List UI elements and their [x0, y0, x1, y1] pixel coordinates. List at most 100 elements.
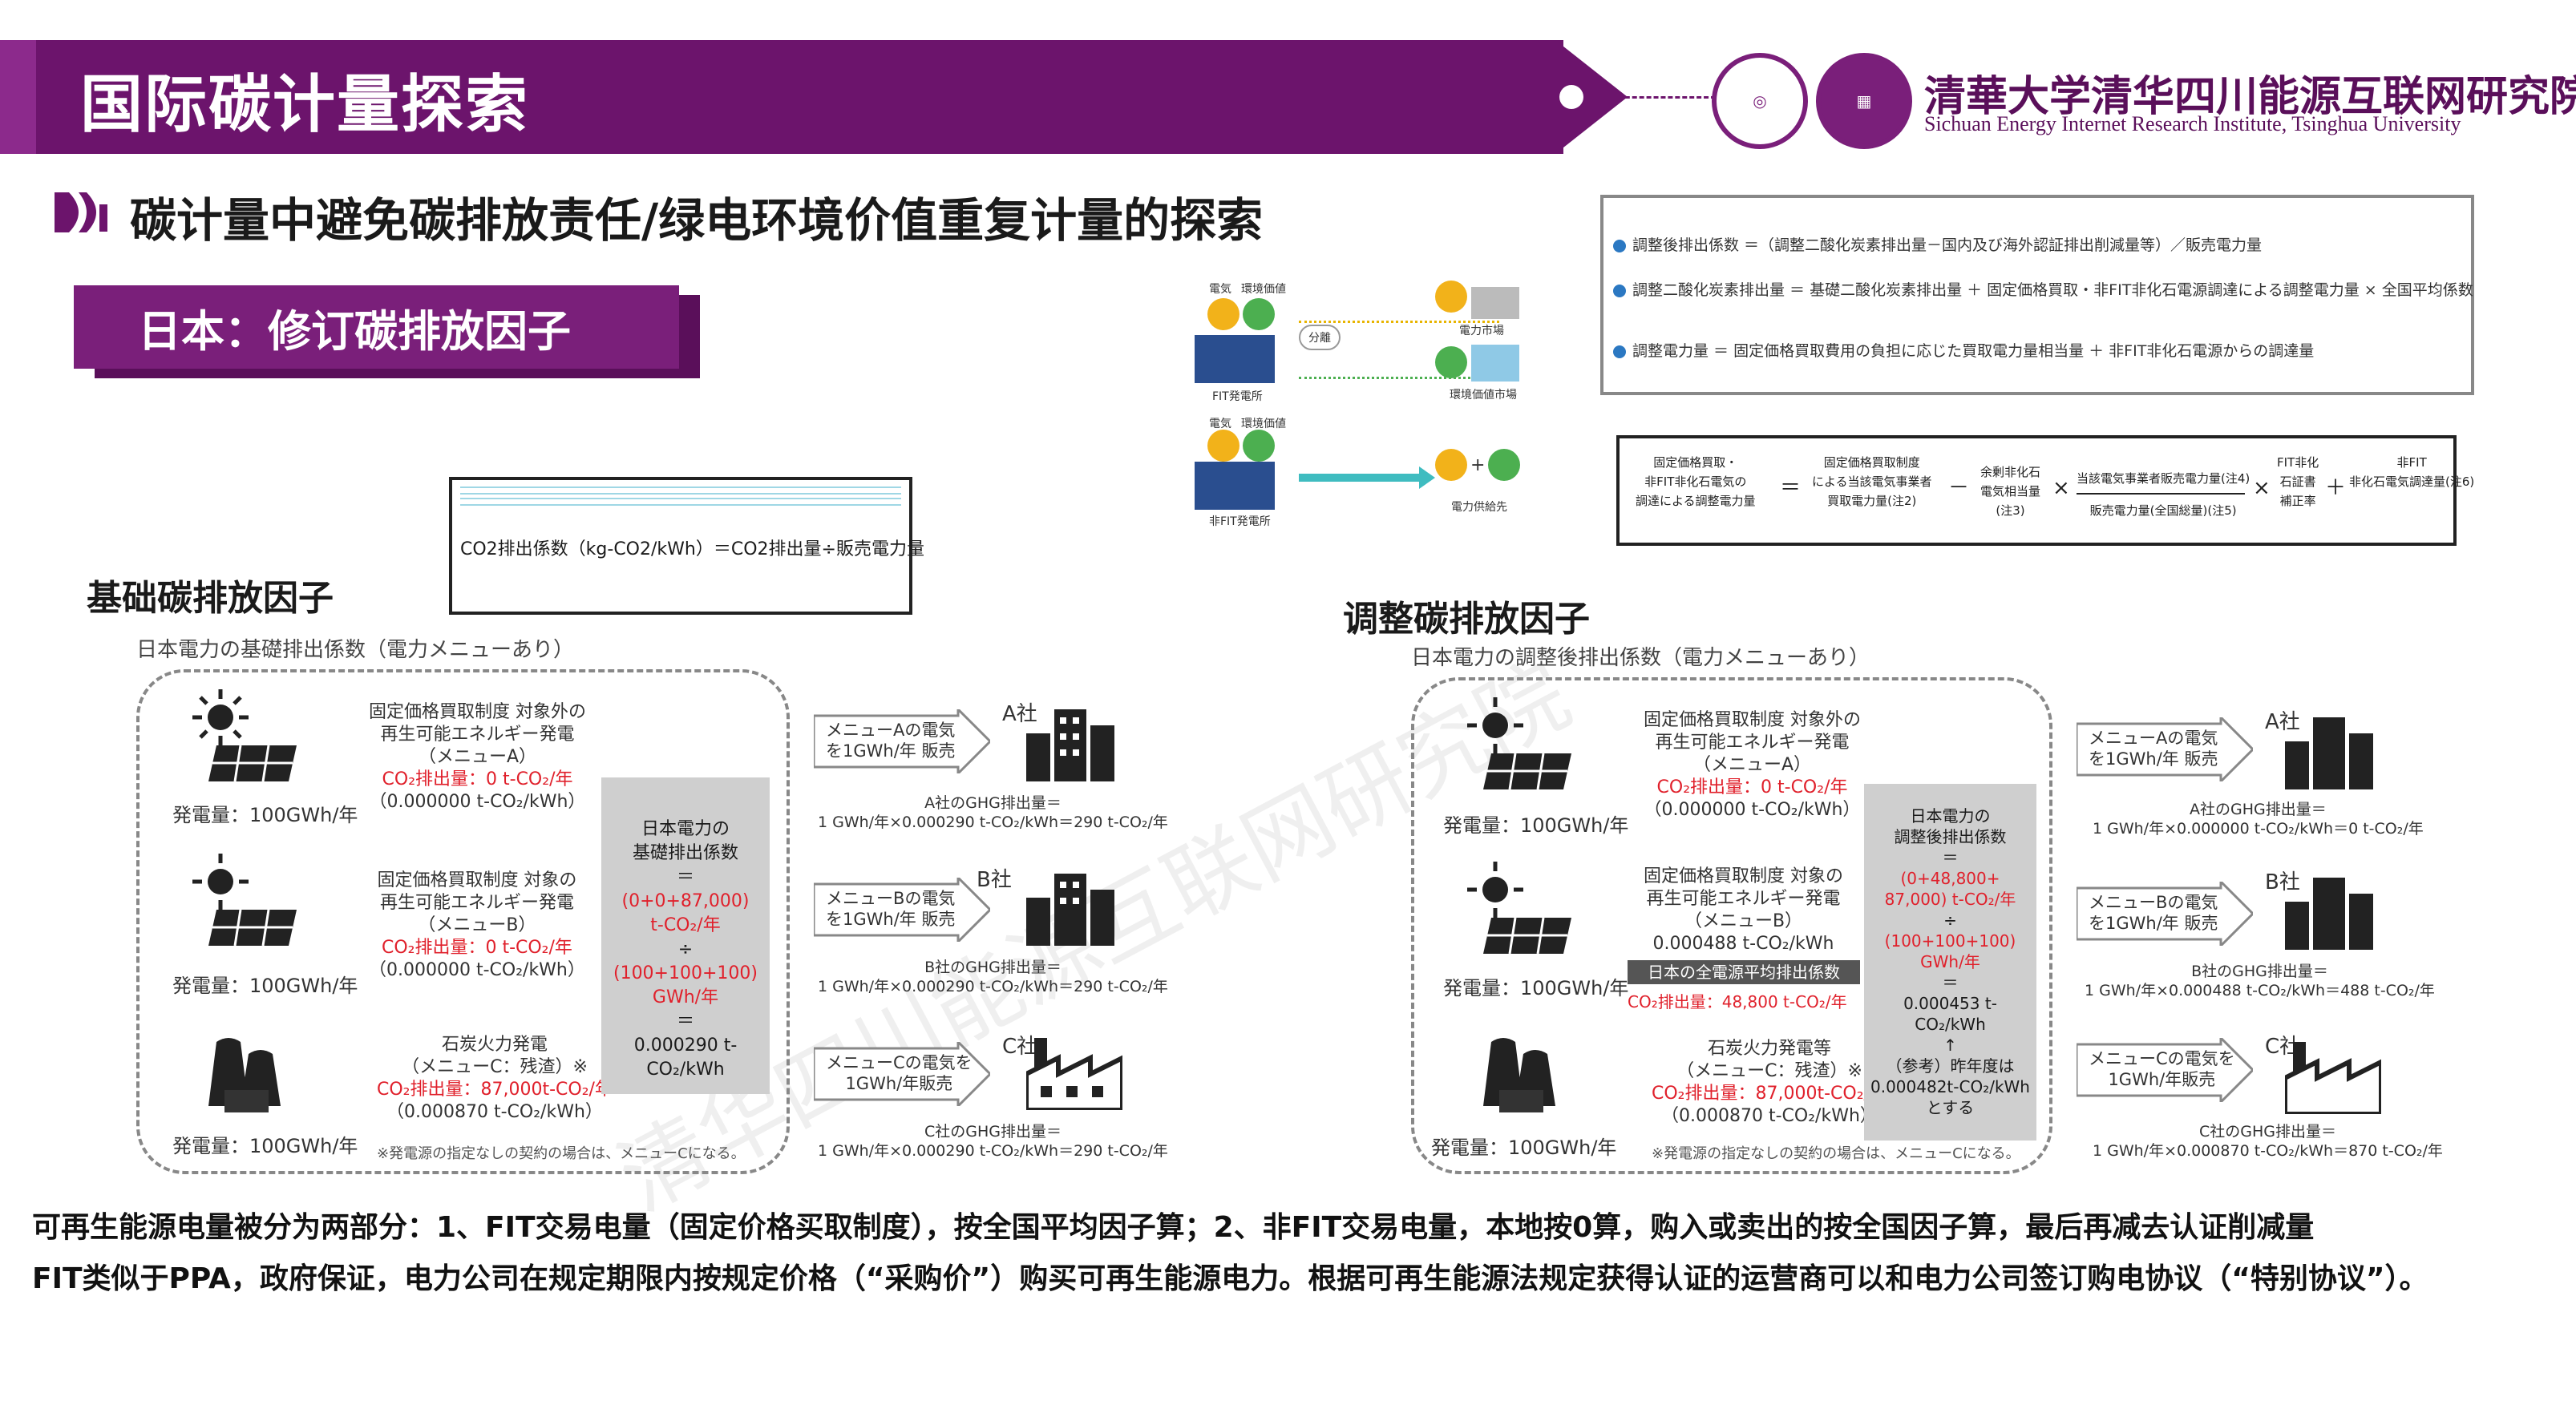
env-market-label: 環境価値市場 [1450, 389, 1517, 402]
solar-panel-icon-b [208, 910, 297, 947]
eco-leaf-icon-3 [1243, 430, 1275, 462]
adj-menu-b-line-2: 再生可能エネルギー発電 [1646, 889, 1841, 909]
menu-b-line-3: （メニューB） [418, 915, 536, 935]
menu-c-line-3: CO₂排出量：87,000t-CO₂/年 [377, 1080, 613, 1100]
national-avg-badge: 日本の全電源平均排出係数 [1628, 960, 1860, 984]
menu-b-line-1: 固定価格買取制度 対象の [377, 870, 577, 890]
power-market-label: 電力市場 [1459, 325, 1504, 337]
adj-menu-c-line-1: 石炭火力発電等 [1707, 1039, 1831, 1059]
teal-arrow-icon [1299, 466, 1435, 489]
col-line-7: (100+100+100) [613, 963, 758, 983]
header-left-accent [0, 40, 36, 154]
adjusted-definition-box: 調整後排出係数 ＝（調整二酸化炭素排出量－国内及び海外認証排出削減量等）／販売電… [1600, 195, 2474, 395]
adj-col-line-7: (100+100+100) [1884, 931, 2016, 951]
calc-term-4: 当該電気事業者販売電力量(注4) 販売電力量(全国総量)(注5) [2077, 471, 2250, 518]
col-line-1: 日本電力の [641, 819, 730, 839]
adj-generation-label-a: 発電量：100GWh/年 [1443, 814, 1629, 837]
adj-ghg-c-text: C社のGHG排出量＝ 1 GWh/年×0.000870 t-CO₂/kWh＝87… [2093, 1123, 2443, 1160]
company-b-label: B社 [977, 868, 1012, 892]
adjusted-diagram: 日本電力の調整後排出係数（電力メニューあり） 発電量：100GWh/年 固定価格… [1411, 641, 2469, 1194]
menu-b-line-4: CO₂排出量：0 t-CO₂/年 [381, 938, 572, 958]
sun-icon [192, 689, 249, 745]
adj-col-line-3: ＝ [1942, 848, 1959, 867]
eco-leaf-icon-2 [1435, 346, 1467, 378]
adj-menu-c-line-4: （0.000870 t-CO₂/kWh） [1661, 1106, 1878, 1126]
arrow-a-shape [814, 709, 990, 773]
adj-col-line-2: 調整後排出係数 [1894, 827, 2007, 846]
flow-elec-label-2: 電気 [1209, 418, 1231, 430]
co2-formula-box: CO2排出係数（kg-CO2/kWh）＝CO2排出量÷販売電力量 [449, 477, 924, 615]
subtitle-box: 日本：修订碳排放因子 [74, 285, 679, 369]
institute-seal-logo: ▦ [1816, 53, 1912, 149]
office-building-icon-a [1026, 709, 1114, 781]
col-line-11: CO₂/kWh [646, 1060, 725, 1080]
electricity-icon [1207, 298, 1239, 330]
definition-line-2: 調整二酸化炭素排出量 ＝ 基礎二酸化炭素排出量 ＋ 固定価格買取・非FIT非化石… [1632, 281, 2473, 299]
adj-col-line-1: 日本電力の [1910, 806, 1991, 826]
fit-plant-label: FIT発電所 [1212, 390, 1263, 403]
generation-label-b: 発電量：100GWh/年 [172, 975, 358, 997]
calc-term-1: 固定価格買取・ 非FIT非化石電気の 調達による調整電力量 [1636, 455, 1756, 508]
adj-menu-a-line-5: （0.000000 t-CO₂/kWh） [1644, 800, 1861, 820]
generation-label-c: 発電量：100GWh/年 [172, 1135, 358, 1157]
bullet-icon [1613, 345, 1626, 358]
adj-note: ※発電源の指定なしの契約の場合は、メニューCになる。 [1652, 1145, 2020, 1162]
generation-label-a: 発電量：100GWh/年 [172, 804, 358, 826]
adj-menu-b-emission: CO₂排出量：48,800 t-CO₂/年 [1628, 992, 1847, 1011]
eco-leaf-icon [1243, 298, 1275, 330]
building-icon [1471, 345, 1519, 382]
adj-generation-label-c: 発電量：100GWh/年 [1431, 1137, 1617, 1159]
split-badge: 分離 [1299, 325, 1341, 350]
base-diagram-title: 日本電力の基礎排出係数（電力メニューあり） [136, 638, 575, 662]
col-line-8: GWh/年 [652, 987, 719, 1007]
company-a-label: A社 [1002, 702, 1037, 726]
adjusted-calc-formula-box: 固定価格買取・ 非FIT非化石電気の 調達による調整電力量 ＝ 固定価格買取制度… [1616, 435, 2474, 546]
adj-col-line-8: GWh/年 [1920, 952, 1980, 971]
sun-icon-b [192, 854, 249, 910]
co2-formula-text: CO2排出係数（kg-CO2/kWh）＝CO2排出量÷販売電力量 [460, 539, 924, 559]
definition-line-3: 調整電力量 ＝ 固定価格買取費用の負担に応じた買取電力量相当量 ＋ 非FIT非化… [1632, 342, 2315, 360]
ghg-c-text: C社のGHG排出量＝ 1 GWh/年×0.000290 t-CO₂/kWh＝29… [818, 1123, 1168, 1160]
adj-col-line-10: 0.000453 t- [1903, 994, 1997, 1013]
adj-arrow-c-text: メニューCの電気を 1GWh/年販売 [2089, 1049, 2235, 1089]
electricity-icon-4 [1435, 449, 1467, 481]
adj-menu-a-line-1: 固定価格買取制度 対象外の [1644, 710, 1861, 730]
adj-ghg-a-text: A社のGHG排出量＝ 1 GWh/年×0.000000 t-CO₂/kWh＝0 … [2093, 801, 2424, 838]
bullet-icon [1613, 239, 1626, 252]
col-line-3: ＝ [676, 867, 694, 887]
adj-generation-label-b: 発電量：100GWh/年 [1443, 977, 1629, 999]
base-note: ※発電源の指定なしの契約の場合は、メニューCになる。 [377, 1145, 746, 1162]
menu-b-line-5: （0.000000 t-CO₂/kWh） [369, 960, 585, 980]
adj-ghg-b-text: B社のGHG排出量＝ 1 GWh/年×0.000488 t-CO₂/kWh＝48… [2085, 963, 2435, 999]
org-name-en: Sichuan Energy Internet Research Institu… [1924, 112, 2461, 135]
adj-col-line-12: ↑ [1943, 1036, 1957, 1055]
menu-a-line-4: CO₂排出量：0 t-CO₂/年 [382, 769, 573, 789]
adj-diagram-title: 日本電力の調整後排出係数（電力メニューあり） [1411, 646, 1870, 670]
col-line-6: ÷ [677, 939, 694, 959]
col-line-5: t-CO₂/年 [650, 915, 721, 935]
flow-diagram: 電気 環境価値 FIT発電所 分離 電力市場 環境価値市場 電気 環境価値 非F… [1195, 273, 1563, 529]
header-dashed-line [1603, 96, 1716, 99]
solar-panel-icon-adj-b [1483, 918, 1571, 955]
factory-icon [1471, 287, 1519, 319]
adj-factor-column [1864, 784, 2036, 1141]
office-building-icon-b [1026, 874, 1114, 946]
factory-icon-c [1026, 1038, 1122, 1110]
flow-env-label-1: 環境価値 [1241, 283, 1286, 296]
adj-col-line-14: 0.000482t-CO₂/kWh [1870, 1077, 2030, 1096]
eco-leaf-icon-4 [1488, 449, 1520, 481]
nonfit-plant-label: 非FIT発電所 [1209, 515, 1271, 528]
flow-env-label-2: 環境価値 [1241, 418, 1286, 430]
adj-menu-a-line-2: 再生可能エネルギー発電 [1655, 733, 1850, 753]
arrow-c-shape [814, 1042, 990, 1106]
header-bar [0, 40, 1563, 154]
ghg-a-text: A社のGHG排出量＝ 1 GWh/年×0.000290 t-CO₂/kWh＝29… [818, 794, 1168, 831]
menu-c-line-2: （メニューC：残渣）※ [402, 1057, 588, 1077]
menu-a-line-1: 固定価格買取制度 対象外の [369, 702, 586, 722]
sun-icon-adj-a [1467, 697, 1523, 753]
adj-arrow-c-shape [2077, 1038, 2253, 1102]
base-factor-column [601, 777, 770, 1094]
section-bullet-icon [55, 192, 107, 232]
calc-term-3: 余剰非化石 電気相当量 (注3) [1980, 465, 2041, 518]
adj-col-line-4: (0+48,800+ [1900, 869, 2000, 888]
